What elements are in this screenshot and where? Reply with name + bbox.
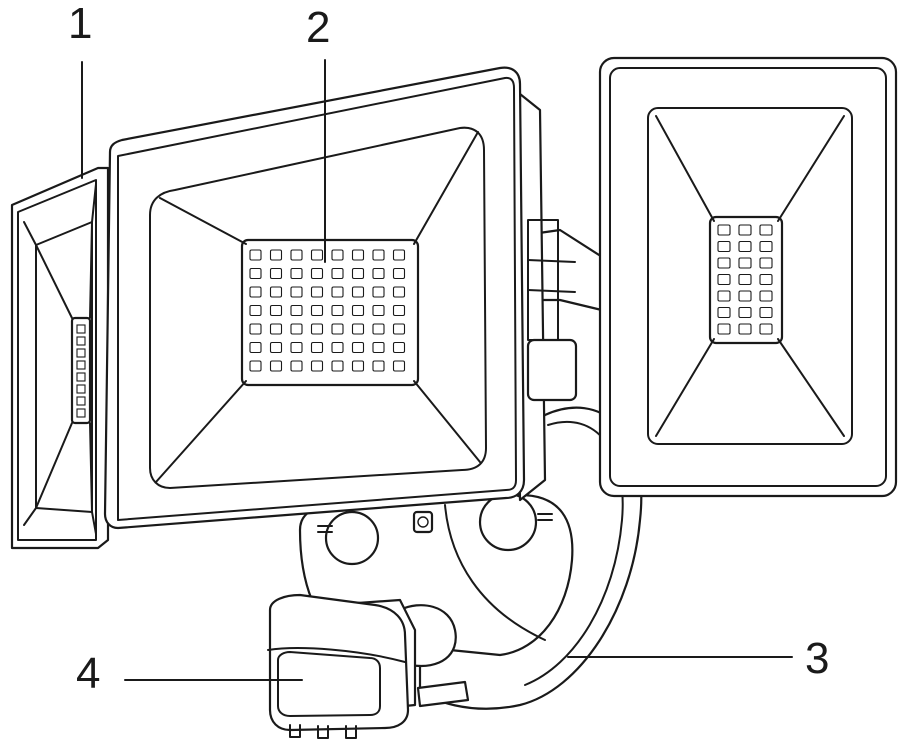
led-chip (372, 323, 385, 335)
led-chip (290, 249, 303, 261)
led-chip (310, 341, 324, 354)
led-chip (738, 257, 752, 269)
callout-label-1: 1 (68, 0, 93, 48)
led-chip (351, 286, 365, 298)
led-chip (759, 290, 773, 302)
led-chip (392, 286, 406, 298)
led-chip (372, 304, 385, 317)
led-chip (759, 273, 773, 286)
led-chip (249, 267, 262, 280)
led-chip (351, 249, 365, 261)
led-chip (331, 267, 344, 280)
callout-label-2: 2 (306, 3, 331, 52)
led-chip (249, 323, 262, 335)
led-chip (759, 323, 773, 335)
led-chip (759, 257, 773, 269)
led-chip (310, 360, 324, 372)
led-chip (290, 286, 303, 298)
led-chip (717, 273, 731, 286)
led-chip (269, 249, 283, 261)
led-chip (331, 286, 344, 298)
led-chip (372, 341, 385, 354)
led-chip (392, 267, 406, 280)
center-lamp-head (103, 66, 526, 530)
led-chip (269, 304, 283, 317)
led-chip (738, 224, 752, 236)
led-chip (290, 267, 303, 280)
led-chip (759, 224, 773, 236)
led-chip (269, 360, 283, 372)
led-chip (310, 267, 324, 280)
led-chip (331, 360, 344, 372)
led-chip (738, 290, 752, 302)
led-chip (392, 304, 406, 317)
led-chip (290, 360, 303, 372)
led-chip (738, 240, 752, 253)
led-chip (392, 249, 406, 261)
led-chip (351, 360, 365, 372)
led-chip (269, 323, 283, 335)
led-chip (290, 304, 303, 317)
led-chip (310, 249, 324, 261)
led-chip (717, 323, 731, 335)
led-chip (759, 240, 773, 253)
led-chip (738, 323, 752, 335)
led-chip (351, 341, 365, 354)
right-led-grid (717, 224, 773, 335)
led-chip (351, 323, 365, 335)
led-chip (290, 341, 303, 354)
left-lamp-head (10, 166, 110, 550)
led-chip (372, 286, 385, 298)
led-chip (392, 323, 406, 335)
led-chip (331, 323, 344, 335)
led-chip (310, 323, 324, 335)
led-chip (331, 341, 344, 354)
led-chip (249, 304, 262, 317)
led-chip (717, 240, 731, 253)
led-chip (372, 360, 385, 372)
right-lamp-head (598, 56, 898, 498)
led-chip (392, 341, 406, 354)
led-chip (310, 286, 324, 298)
leader-lines (81, 59, 793, 681)
led-chip (331, 304, 344, 317)
left-led-column (76, 324, 86, 418)
led-chip (269, 267, 283, 280)
led-chip (249, 360, 262, 372)
led-chip (738, 306, 752, 319)
led-chip (310, 304, 324, 317)
led-chip (269, 341, 283, 354)
led-chip (269, 286, 283, 298)
led-chip (249, 341, 262, 354)
led-chip (717, 224, 731, 236)
swivel-arm (513, 88, 612, 502)
led-chip (717, 257, 731, 269)
led-chip (331, 249, 344, 261)
led-chip (290, 323, 303, 335)
center-led-grid (249, 249, 406, 372)
led-chip (249, 249, 262, 261)
led-chip (717, 290, 731, 302)
led-chip (717, 306, 731, 319)
led-chip (392, 360, 406, 372)
led-chip (249, 286, 262, 298)
led-chip (738, 273, 752, 286)
led-chip (372, 249, 385, 261)
led-chip (372, 267, 385, 280)
led-chip (351, 304, 365, 317)
callout-label-4: 4 (76, 649, 101, 698)
led-chip (759, 306, 773, 319)
motion-sensor (267, 593, 470, 739)
callout-label-3: 3 (805, 634, 830, 683)
led-chip (351, 267, 365, 280)
